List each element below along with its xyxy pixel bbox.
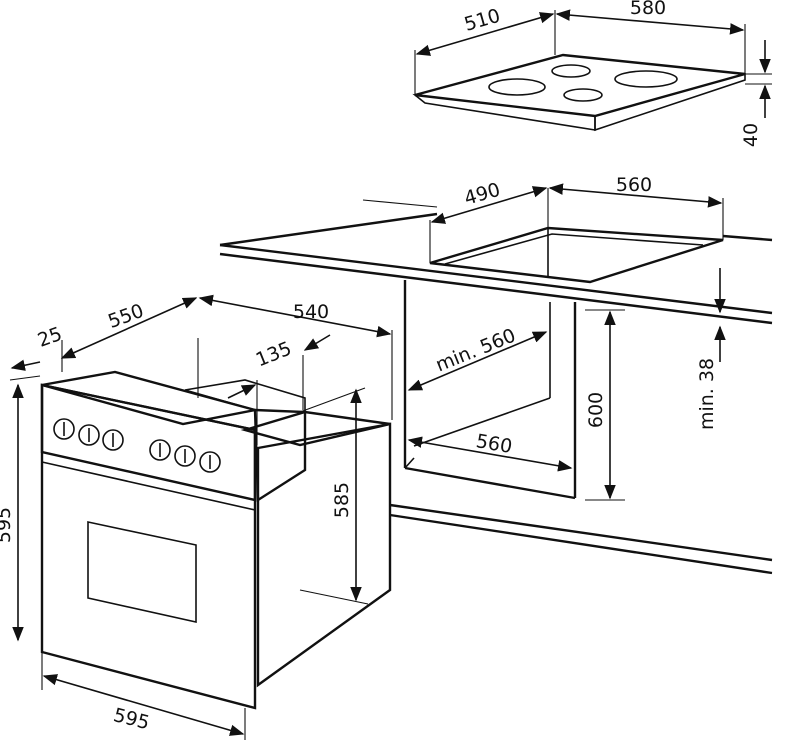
hob bbox=[412, 10, 772, 132]
label-niche-depth: min. 560 bbox=[433, 324, 519, 376]
oven-control-panel bbox=[40, 383, 257, 502]
oven-panel-side bbox=[253, 408, 307, 503]
label-hob-width: 580 bbox=[630, 0, 666, 19]
hob-front-edge bbox=[412, 93, 596, 131]
dim-line-niche-depth bbox=[407, 331, 548, 391]
label-oven-depth: 550 bbox=[105, 300, 147, 333]
oven-panel-top bbox=[41, 370, 256, 426]
label-cutout-width: 560 bbox=[616, 174, 652, 196]
dim-line-hob-depth bbox=[415, 12, 555, 56]
dim-line-oven-panel-depth-b bbox=[303, 334, 331, 351]
oven-body-side bbox=[256, 422, 392, 688]
niche bbox=[389, 280, 773, 575]
label-niche-height: 600 bbox=[585, 392, 607, 428]
knob-icon bbox=[149, 439, 171, 461]
label-oven-width: 595 bbox=[111, 704, 152, 734]
label-oven-body-height: 585 bbox=[331, 482, 353, 518]
knob-icon bbox=[174, 445, 196, 467]
dim-line-cutout-depth bbox=[430, 186, 548, 224]
label-niche-width: 560 bbox=[474, 430, 514, 458]
hob-burner-right bbox=[614, 70, 678, 88]
dim-line-oven-width-body bbox=[198, 294, 392, 338]
dim-line-cutout-width bbox=[548, 183, 723, 208]
knob-icon bbox=[199, 451, 221, 473]
oven-front bbox=[40, 383, 257, 710]
hob-top-surface bbox=[414, 53, 746, 118]
oven-window bbox=[87, 521, 197, 623]
hob-burner-front bbox=[563, 88, 603, 102]
label-cutout-depth: 490 bbox=[462, 179, 503, 210]
oven-panel-top-rear bbox=[184, 379, 306, 413]
knob-icon bbox=[53, 418, 75, 440]
dim-line-oven-panel-depth-a bbox=[227, 384, 257, 399]
hob-burner-left bbox=[488, 78, 546, 96]
label-oven-width-body: 540 bbox=[293, 301, 329, 323]
hob-burner-top bbox=[551, 64, 591, 78]
label-oven-height: 595 bbox=[0, 507, 15, 543]
oven-knobs bbox=[53, 418, 221, 473]
dim-line-oven-front-a bbox=[10, 359, 41, 371]
knob-icon bbox=[78, 424, 100, 446]
label-worktop-min: min. 38 bbox=[696, 358, 718, 430]
label-hob-height: 40 bbox=[740, 123, 762, 147]
knob-icon bbox=[102, 429, 124, 451]
dim-line-niche-width bbox=[407, 436, 573, 472]
label-oven-front: 25 bbox=[35, 323, 65, 352]
oven bbox=[9, 330, 393, 740]
cutout bbox=[429, 188, 724, 284]
dim-line-hob-width bbox=[555, 9, 745, 35]
worktop bbox=[219, 199, 773, 325]
dim-line-oven-front-b bbox=[60, 297, 198, 359]
label-oven-panel-depth: 135 bbox=[253, 337, 295, 371]
hob-right-edge bbox=[594, 72, 746, 132]
dim-line-oven-width bbox=[42, 674, 245, 736]
